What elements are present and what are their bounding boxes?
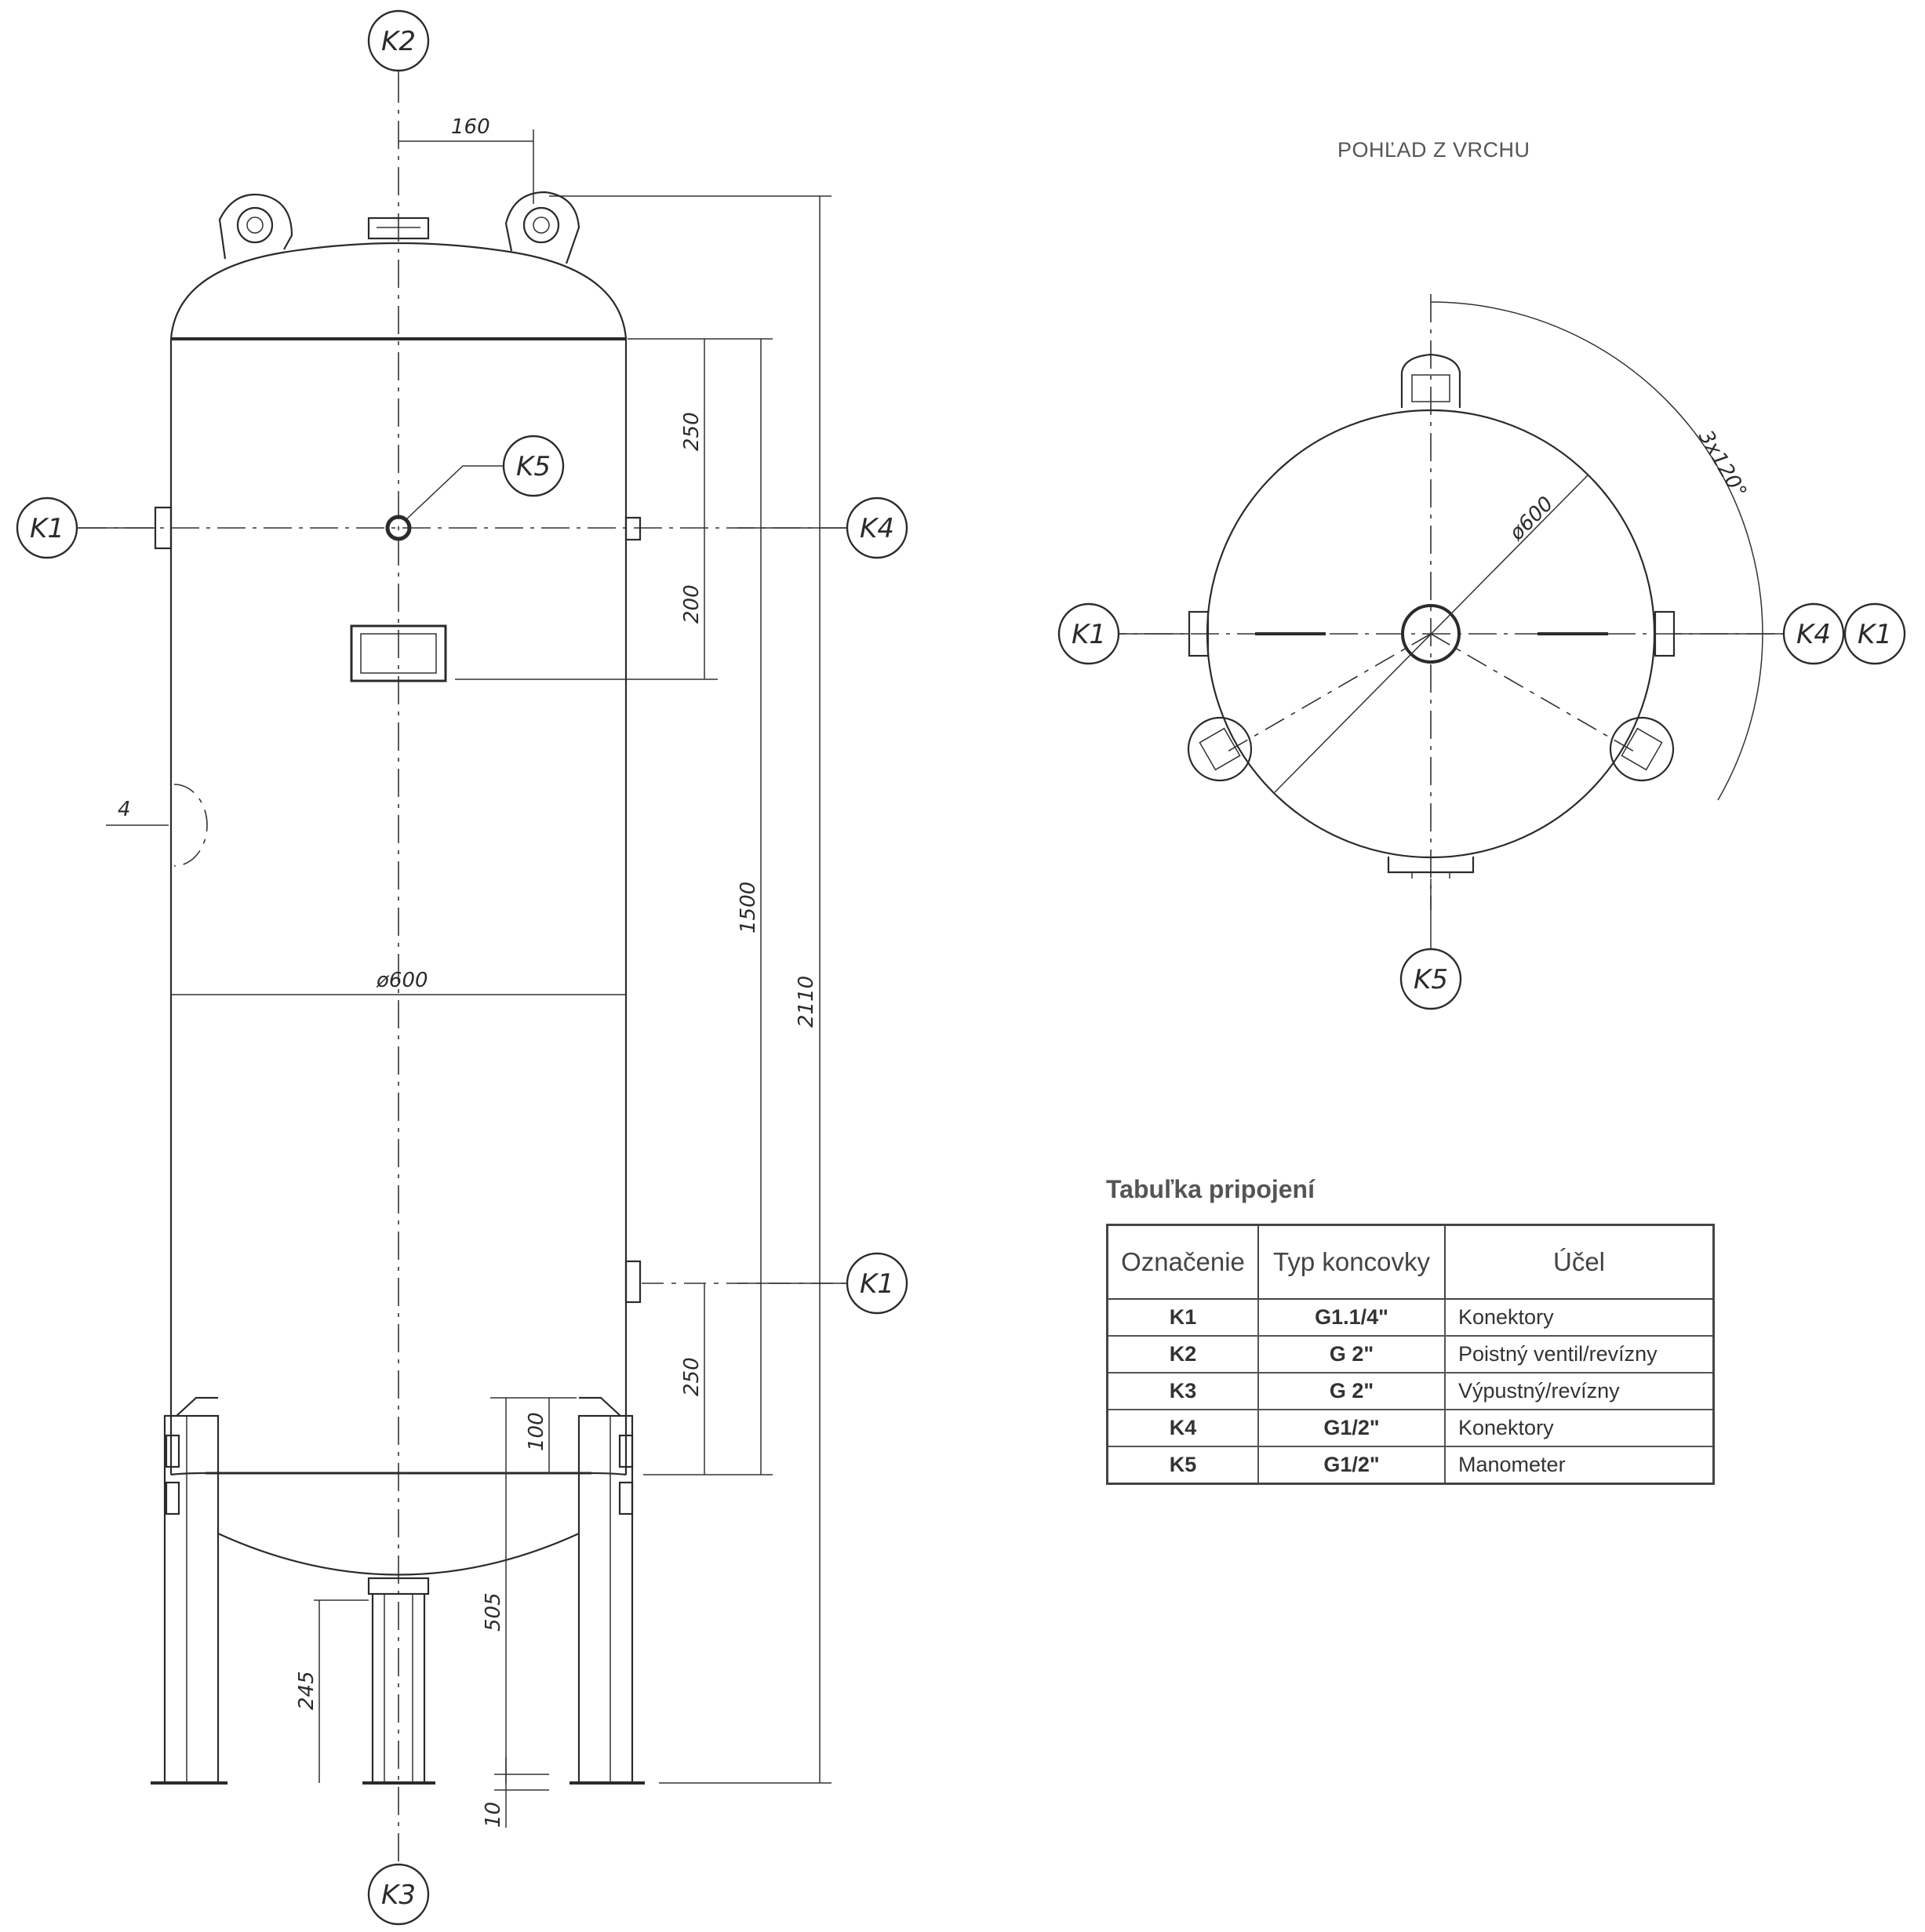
cell-fitting: G1.1/4" (1257, 1298, 1446, 1337)
svg-text:K4: K4 (860, 513, 894, 544)
bubble-k1-left: K1 (16, 497, 78, 559)
lifting-lug-right (504, 191, 580, 264)
svg-text:K4: K4 (1796, 619, 1831, 650)
svg-text:K5: K5 (516, 451, 551, 482)
top-leg-right (1609, 716, 1675, 782)
side-view: 4 ø600 (16, 9, 908, 1926)
k2-nozzle (367, 216, 430, 240)
top-view: ø600 3x120° K1 (1057, 294, 1906, 1010)
header-typ-koncovky: Typ koncovky (1257, 1224, 1446, 1300)
svg-text:K1: K1 (1858, 619, 1892, 650)
header-ucel: Účel (1444, 1224, 1715, 1300)
top-bubble-k5: K5 (1399, 948, 1462, 1010)
cell-purpose: Manometer (1444, 1446, 1715, 1485)
dim-505-label: 505 (482, 1592, 505, 1632)
dim-250-top-label: 250 (680, 412, 704, 451)
top-view-title: POHĽAD Z VRCHU (1337, 138, 1530, 162)
detail-4-arc (173, 784, 208, 867)
cell-designation: K4 (1106, 1409, 1259, 1447)
top-dia-label: ø600 (1505, 492, 1558, 545)
dim-2110-label: 2110 (795, 976, 818, 1028)
dim-245-label: 245 (295, 1671, 318, 1710)
cell-fitting: G1/2" (1257, 1409, 1446, 1447)
cell-designation: K3 (1106, 1372, 1259, 1410)
table-row: K5 G1/2" Manometer (1106, 1446, 1715, 1485)
dim-160-label: 160 (451, 115, 490, 139)
k1-lower-nozzle (624, 1260, 642, 1304)
top-bubble-k4: K4 (1782, 602, 1845, 665)
connection-table: Označenie Typ koncovky Účel K1 G1.1/4" K… (1106, 1224, 1715, 1485)
svg-text:K2: K2 (381, 26, 416, 57)
inspection-opening (350, 624, 447, 682)
top-bubble-k1-right: K1 (1843, 602, 1906, 665)
leg-left (151, 1396, 227, 1785)
detail-4-label: 4 (118, 798, 131, 821)
connection-table-title: Tabuľka pripojení (1106, 1175, 1315, 1203)
bubble-k2: K2 (367, 9, 430, 72)
table-row: K3 G 2" Výpustný/revízny (1106, 1372, 1715, 1410)
cell-purpose: Výpustný/revízny (1444, 1372, 1715, 1410)
bubble-k5-side: K5 (502, 435, 565, 497)
bottom-dish (217, 1532, 580, 1576)
bubble-k3: K3 (367, 1863, 430, 1926)
svg-text:K1: K1 (30, 513, 64, 544)
svg-text:K1: K1 (1072, 619, 1106, 650)
k4-nozzle (624, 516, 642, 541)
cell-fitting: G 2" (1257, 1372, 1446, 1410)
cell-designation: K5 (1106, 1446, 1259, 1485)
top-k5-fitting (1387, 857, 1475, 874)
table-row: K1 G1.1/4" Konektory (1106, 1298, 1715, 1337)
dim-200-label: 200 (680, 584, 704, 624)
table-row: K4 G1/2" Konektory (1106, 1409, 1715, 1447)
k3-drain-pipe (362, 1577, 435, 1785)
k5-fitting (385, 515, 412, 541)
cell-fitting: G 2" (1257, 1335, 1446, 1374)
cell-designation: K2 (1106, 1335, 1259, 1374)
cell-purpose: Konektory (1444, 1298, 1715, 1337)
cell-purpose: Poistný ventil/revízny (1444, 1335, 1715, 1374)
table-row: K2 G 2" Poistný ventil/revízny (1106, 1335, 1715, 1374)
dim-10-label: 10 (482, 1802, 505, 1828)
svg-text:K3: K3 (381, 1879, 416, 1911)
top-lug-top (1400, 353, 1461, 408)
dim-100-label: 100 (525, 1412, 548, 1451)
lifting-lug-left (218, 193, 293, 260)
top-dome (169, 242, 628, 340)
svg-text:K1: K1 (860, 1268, 894, 1300)
top-angle-arc (1430, 301, 1763, 801)
top-angle-label: 3x120° (1694, 427, 1751, 503)
header-oznacenie: Označenie (1106, 1224, 1259, 1300)
cell-designation: K1 (1106, 1298, 1259, 1337)
cell-fitting: G1/2" (1257, 1446, 1446, 1485)
dim-250-bottom-label: 250 (680, 1357, 704, 1396)
bubble-k4-side: K4 (846, 497, 908, 559)
top-leg-left (1187, 716, 1253, 782)
table-header-row: Označenie Typ koncovky Účel (1106, 1224, 1715, 1300)
top-dia-line (1274, 474, 1589, 793)
leg-right (569, 1396, 645, 1785)
cell-purpose: Konektory (1444, 1409, 1715, 1447)
svg-text:K5: K5 (1414, 964, 1448, 995)
dim-1500-label: 1500 (737, 882, 760, 933)
dia-side-label: ø600 (376, 969, 428, 992)
top-bubble-k1-left: K1 (1057, 602, 1120, 665)
bubble-k1-lower: K1 (846, 1252, 908, 1315)
